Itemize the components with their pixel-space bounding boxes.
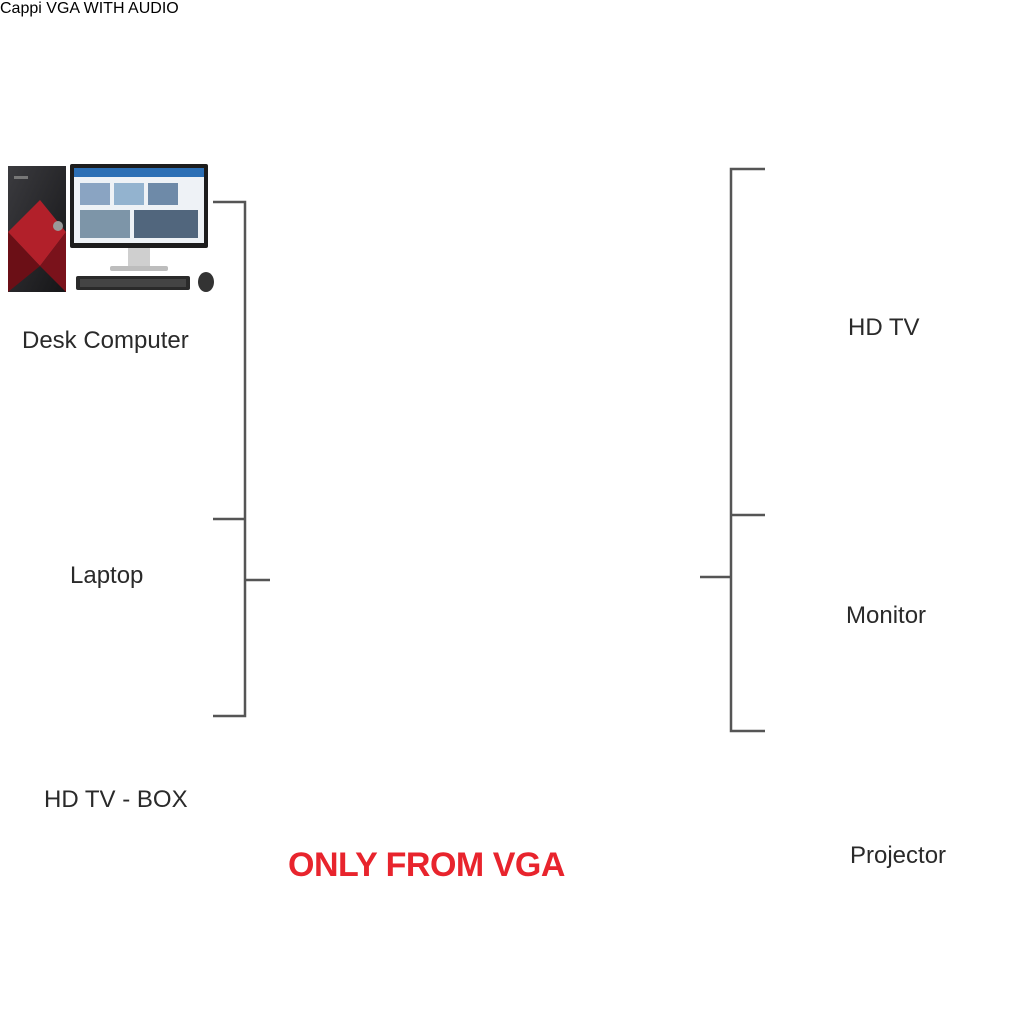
projector-label: Projector bbox=[850, 842, 947, 869]
caption-only-from-vga: ONLY FROM VGA bbox=[288, 846, 565, 884]
laptop-label: Laptop bbox=[70, 562, 144, 589]
hd-tv-box-image: Cappi bbox=[0, 0, 42, 17]
hd-tv-box-label: HD TV - BOX bbox=[44, 786, 188, 813]
output-bracket bbox=[700, 167, 765, 733]
monitor-label: Monitor bbox=[846, 602, 927, 629]
source-bracket bbox=[213, 200, 270, 718]
adapter-label: VGA WITH AUDIO bbox=[46, 0, 179, 17]
hd-tv-label: HD TV bbox=[848, 314, 920, 341]
desk-computer-label: Desk Computer bbox=[22, 327, 189, 354]
desk-computer-image bbox=[8, 164, 214, 292]
